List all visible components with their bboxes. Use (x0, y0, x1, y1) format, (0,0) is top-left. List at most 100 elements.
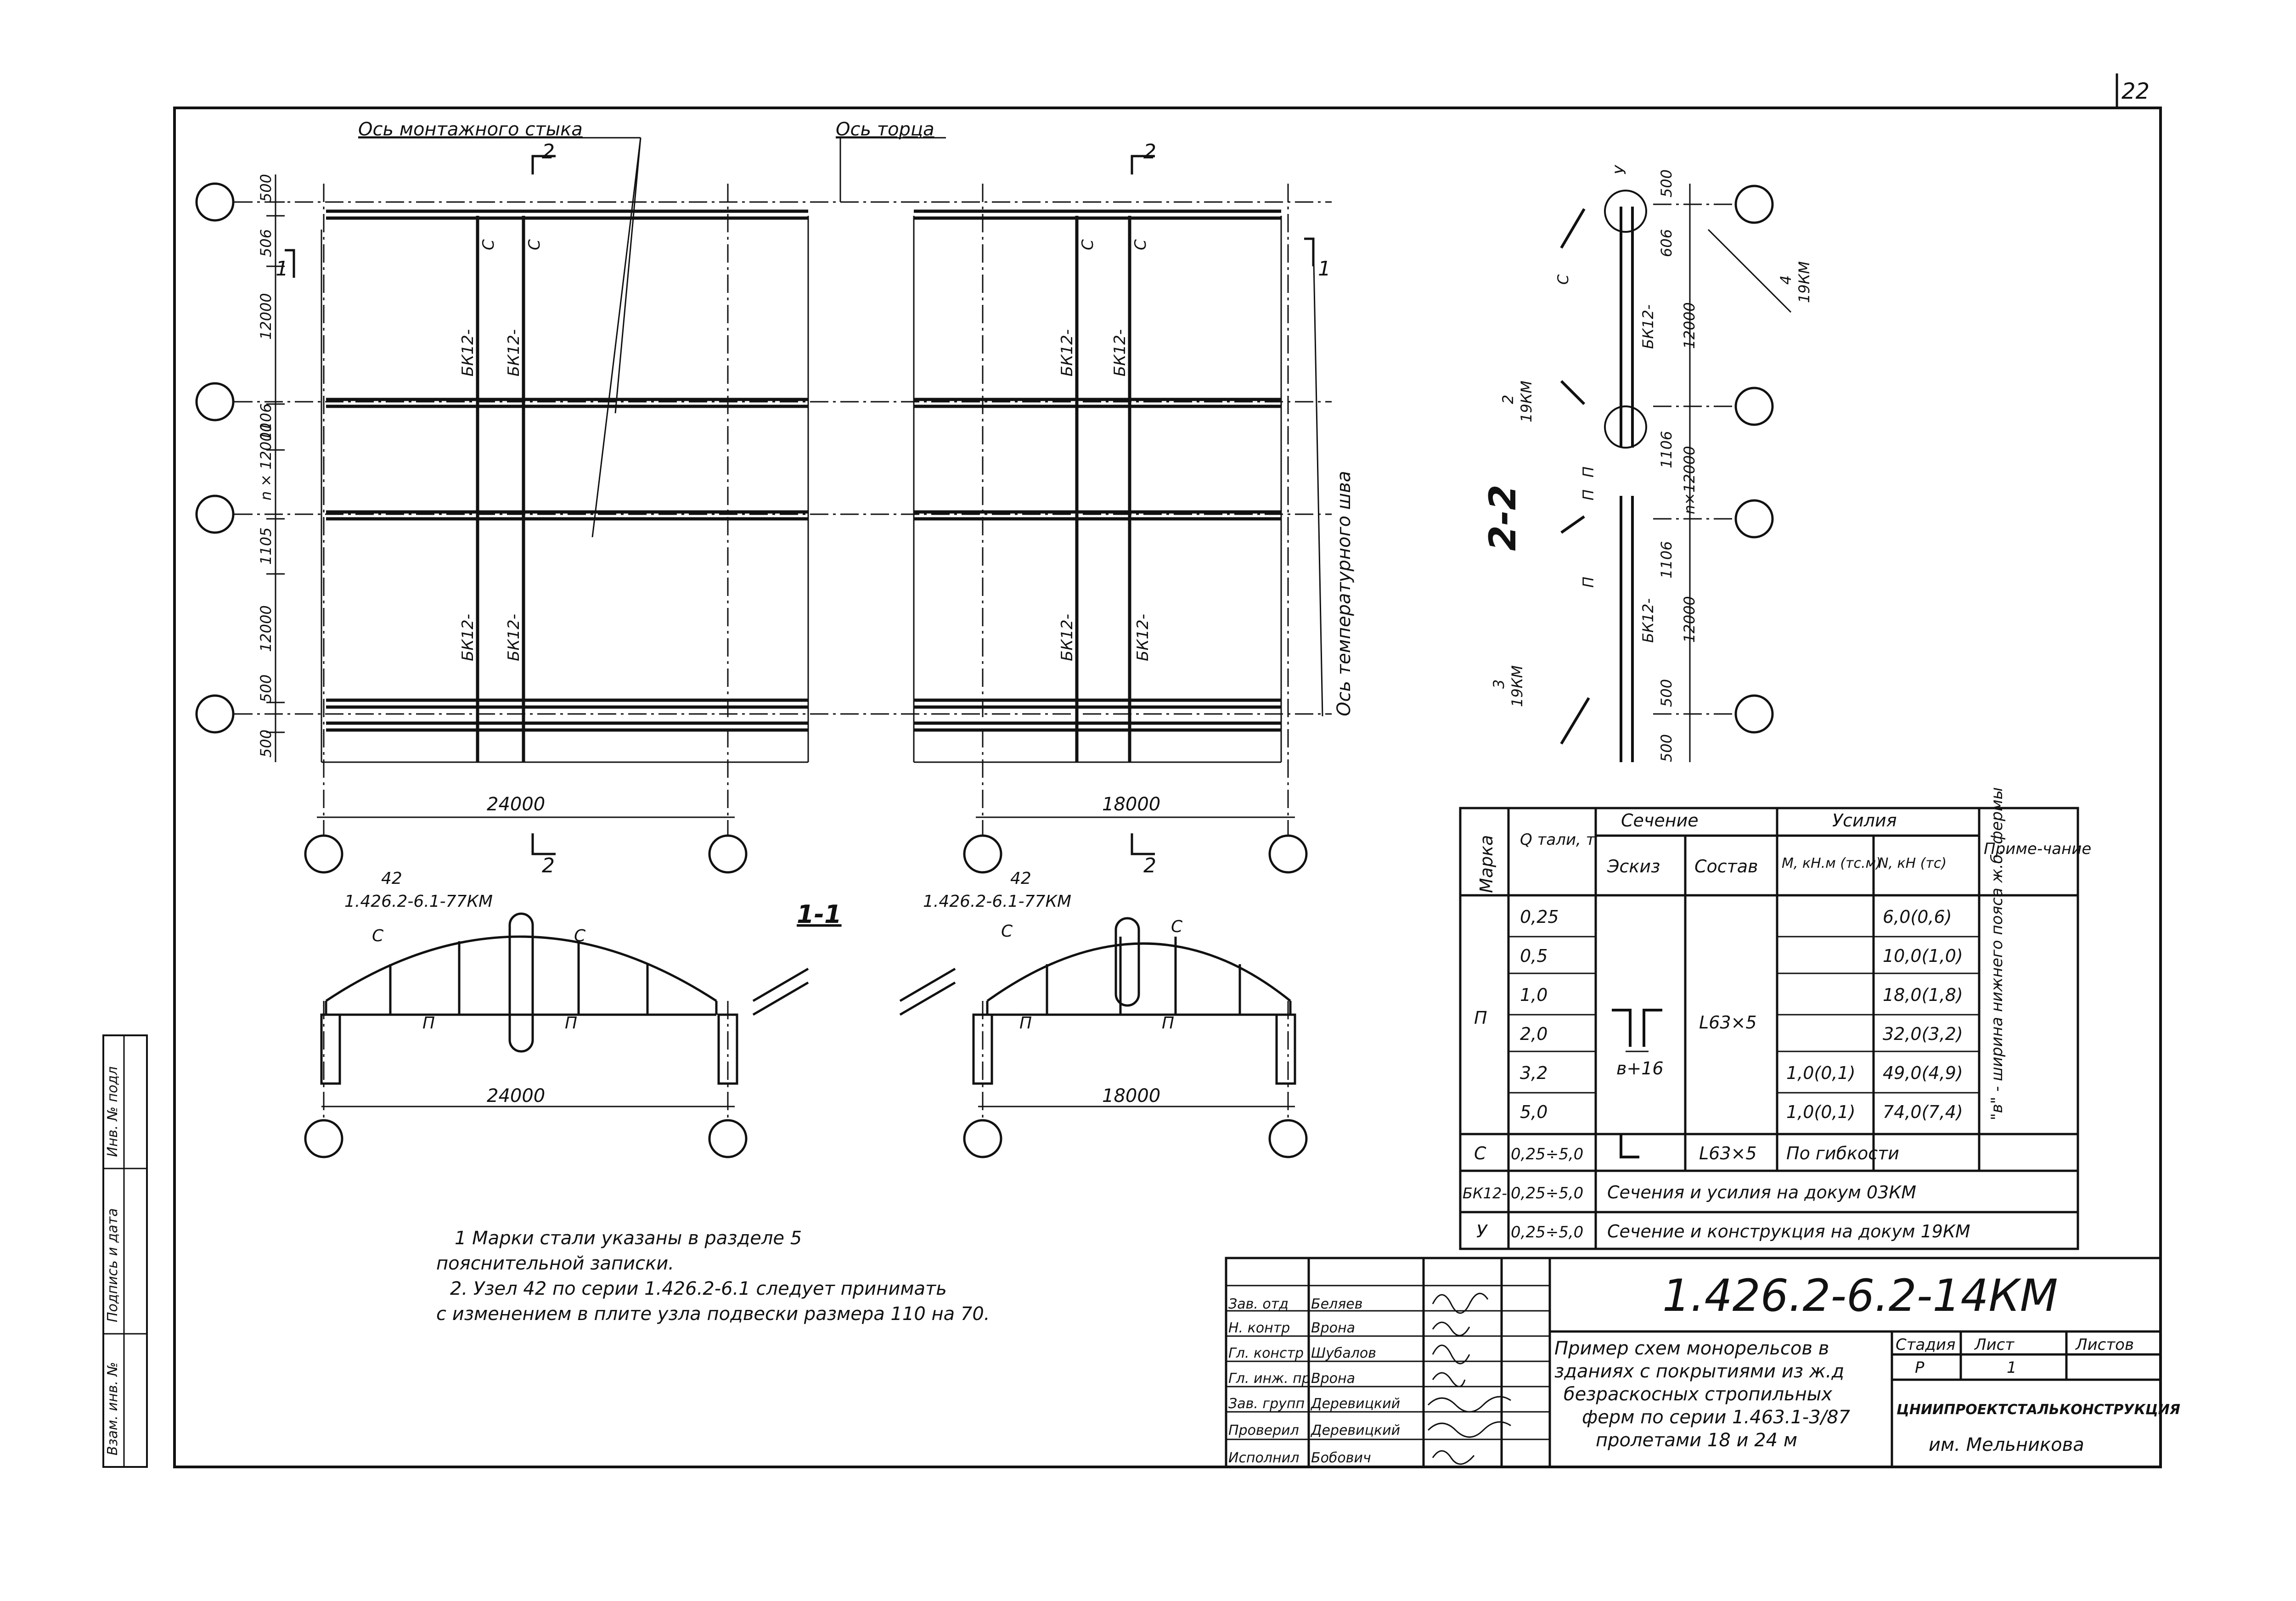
strut-c: С (1001, 922, 1013, 941)
bk-text: Сечения и усилия на докум 03КМ (1607, 1182, 1916, 1202)
axis-bubble (195, 494, 235, 534)
desc-line: зданиях с покрытиями из ж.д (1554, 1361, 1844, 1382)
callout-4-ref: 19КМ (1795, 261, 1813, 303)
strut-c: С (1171, 917, 1183, 936)
hdr-m: М, кН.м (тс.м) (1782, 855, 1881, 871)
side-stamp-1: Инв. № подл (105, 1067, 121, 1157)
hanger-p: П (422, 1014, 435, 1033)
callout-4: 4 (1777, 275, 1795, 285)
role: Гл. констр (1228, 1345, 1304, 1361)
section-mark-1: 1 (276, 257, 288, 281)
callout-2-ref: 19КМ (1518, 381, 1535, 422)
y-q: 0,25÷5,0 (1511, 1223, 1583, 1241)
axis-joint-label: Ось монтажного стыка (358, 119, 583, 140)
node-p: П (1580, 577, 1597, 588)
p-note: "в" - ширина нижнего пояса ж.б. фермы (1988, 787, 2006, 1120)
sheet-value: 1 (2007, 1359, 2017, 1377)
desc-line: безраскосных стропильных (1564, 1384, 1832, 1405)
p-n: 10,0(1,0) (1883, 946, 1963, 966)
p-n: 18,0(1,8) (1883, 985, 1963, 1005)
c-composition: L63×5 (1699, 1143, 1757, 1163)
dim-left: 500 (257, 674, 275, 702)
name: Беляев (1311, 1296, 1362, 1312)
p-m: 1,0(0,1) (1786, 1102, 1856, 1122)
section-mark: 2 (1143, 854, 1156, 877)
dim-2-2: 1106 (1658, 541, 1675, 579)
dim-2-2: n×12000 (1681, 446, 1698, 514)
hanger-p: П (1162, 1014, 1174, 1033)
node-p: П (1580, 466, 1597, 477)
p-n: 32,0(3,2) (1883, 1024, 1963, 1044)
beam-label: БК12- (505, 329, 523, 376)
title-block: 1.426.2-6.2-14КМ Зав. отд Беляев Н. конт… (1225, 1257, 2180, 1468)
beam-label: БК12- (1111, 329, 1129, 376)
dim-left: 506 (257, 229, 275, 257)
dim-2-2: 12000 (1681, 302, 1698, 349)
name: Врона (1311, 1320, 1355, 1336)
signatures (1427, 1292, 1511, 1465)
role: Гл. инж. пр (1228, 1371, 1311, 1387)
axis-bubble (963, 834, 1002, 874)
c-q: 0,25÷5,0 (1511, 1145, 1583, 1163)
hdr-q: Q тали, т (1520, 831, 1596, 849)
name: Врона (1311, 1371, 1355, 1387)
c-mark: С (1474, 1143, 1486, 1163)
node-y: У (1612, 164, 1629, 174)
note-line: пояснительной записки. (436, 1253, 674, 1274)
node-ref-doc: 1.426.2-6.1-77КМ (344, 892, 493, 911)
note-line: 1 Марки стали указаны в разделе 5 (455, 1228, 802, 1249)
span-right-1-1: 18000 (1102, 1085, 1160, 1107)
node-ref: 42 (1010, 869, 1031, 888)
hanger-p: П (565, 1014, 577, 1033)
doc-code: 1.426.2-6.2-14КМ (1662, 1270, 2058, 1321)
strut-c: С (574, 927, 586, 945)
section-1-1-title: 1-1 (797, 900, 842, 929)
p-q: 1,0 (1520, 985, 1548, 1005)
name: Шубалов (1311, 1345, 1376, 1361)
bk-q: 0,25÷5,0 (1511, 1184, 1583, 1202)
name: Деревицкий (1310, 1422, 1400, 1438)
desc-line: ферм по серии 1.463.1-3/87 (1582, 1407, 1851, 1428)
role: Н. контр (1228, 1320, 1290, 1336)
dim-left: 12000 (257, 293, 275, 340)
y-text: Сечение и конструкция на докум 19КМ (1607, 1221, 1970, 1241)
sheet-frame (173, 107, 2162, 1468)
sheet-label: Лист (1974, 1336, 2015, 1354)
hdr-composition: Состав (1694, 856, 1758, 876)
axis-bubble (304, 834, 343, 874)
hdr-sketch: Эскиз (1607, 856, 1660, 876)
role: Зав. групп (1228, 1396, 1305, 1412)
side-stamp: Инв. № подл Подпись и дата Взам. инв. № (102, 1034, 148, 1468)
org-name: ЦНИИПРОЕКТСТАЛЬКОНСТРУКЦИЯ (1896, 1402, 2180, 1418)
strut-label: С (479, 239, 498, 250)
span-left: 24000 (487, 794, 545, 815)
section-mark: 2 (542, 854, 555, 877)
p-mark: П (1474, 1008, 1487, 1028)
desc-line: пролетами 18 и 24 м (1596, 1430, 1797, 1451)
stage-value: Р (1915, 1359, 1925, 1377)
spec-table: Марка Q тали, т Сечение Эскиз Состав Уси… (1459, 787, 2091, 1250)
beam-label: БК12- (1058, 329, 1076, 376)
dim-left: 12000 (257, 605, 275, 652)
strut-c: С (372, 927, 384, 945)
section-mark: 2 (542, 140, 555, 163)
c-forces: По гибкости (1786, 1143, 1899, 1163)
axis-bubble (1268, 834, 1308, 874)
node-c: С (1554, 274, 1572, 285)
node-ref: 42 (381, 869, 402, 888)
hdr-mark: Марка (1476, 835, 1497, 893)
sheets-label: Листов (2075, 1336, 2134, 1354)
axis-end-label: Ось торца (836, 119, 934, 140)
beam-2-2: БК12- (1639, 304, 1657, 349)
hdr-section: Сечение (1621, 810, 1699, 831)
y-mark: У (1476, 1221, 1488, 1241)
role: Исполнил (1228, 1450, 1299, 1466)
axis-bubble (708, 834, 748, 874)
beam-label: БК12- (1134, 614, 1152, 661)
axis-bubble (195, 182, 235, 222)
axis-bubble (195, 694, 235, 734)
bk-mark: БК12- (1463, 1185, 1507, 1202)
span-left-1-1: 24000 (487, 1085, 545, 1107)
callout-3-ref: 19КМ (1508, 665, 1526, 707)
beam-2-2: БК12- (1639, 598, 1657, 643)
